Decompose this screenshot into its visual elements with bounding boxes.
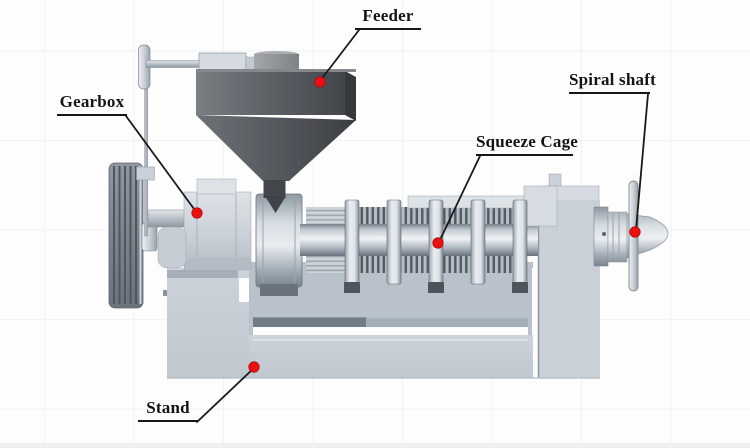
stand-marker-dot bbox=[248, 361, 260, 373]
squeeze-cage-marker-dot bbox=[432, 237, 444, 249]
stand-front-beam bbox=[249, 335, 533, 378]
hopper-inlet-cylinder bbox=[254, 54, 299, 71]
gearbox-marker-dot bbox=[191, 207, 203, 219]
support-rod-clamp bbox=[136, 166, 155, 181]
spiral-shaft-marker-dot bbox=[629, 226, 641, 238]
cage-head-block bbox=[523, 185, 558, 227]
cage-flange-feet bbox=[344, 282, 528, 293]
stand-base bbox=[167, 173, 600, 379]
feeder-hopper bbox=[196, 51, 356, 213]
press-shaft-tube bbox=[300, 224, 538, 256]
cage-clamp-flanges bbox=[344, 199, 528, 285]
drip-tray bbox=[253, 317, 381, 327]
bottom-edge-band bbox=[0, 443, 750, 448]
squeeze-cage-leader-line bbox=[438, 155, 481, 243]
stand-leader-line bbox=[196, 367, 255, 423]
squeeze-cage-barrel bbox=[255, 185, 558, 296]
spiral-shaft-assembly bbox=[593, 180, 669, 292]
label-stand: Stand bbox=[138, 399, 198, 422]
label-squeeze-cage: Squeeze Cage bbox=[476, 133, 578, 156]
feeder-support-rod bbox=[136, 44, 258, 237]
gearbox-leader-line bbox=[125, 115, 198, 214]
label-spiral-shaft: Spiral shaft bbox=[569, 71, 656, 94]
spiral-shaft-leader-line bbox=[635, 93, 649, 231]
label-feeder: Feeder bbox=[355, 7, 421, 30]
gearbox-housing bbox=[147, 178, 252, 296]
cage-top-rail bbox=[407, 195, 527, 209]
stand-right-column bbox=[537, 173, 600, 378]
belt-pulley bbox=[108, 162, 158, 309]
feeder-marker-dot bbox=[314, 76, 326, 88]
feeder-leader-line bbox=[319, 29, 360, 82]
label-gearbox: Gearbox bbox=[57, 93, 127, 116]
hopper-funnel bbox=[196, 115, 356, 181]
